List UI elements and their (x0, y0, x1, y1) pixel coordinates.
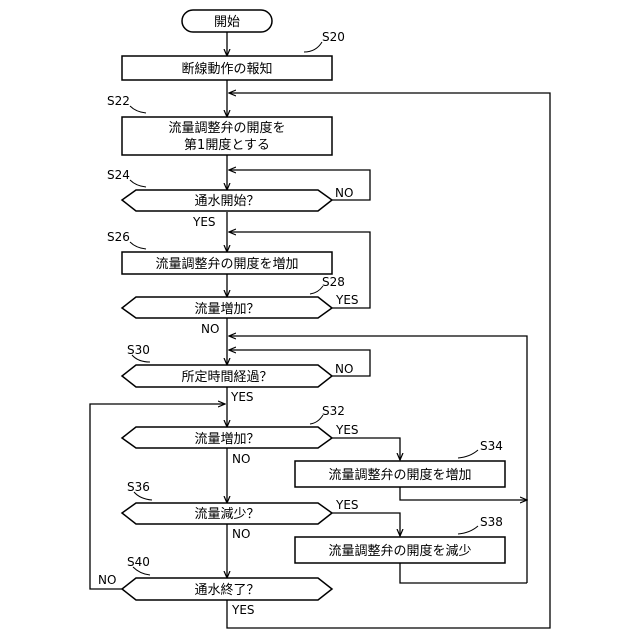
decision-s36-no: NO (232, 527, 250, 541)
decision-s24-yes: YES (192, 215, 216, 229)
decision-s24-ref: S24 (107, 168, 130, 182)
decision-s36: 流量減少？ S36 YES NO (122, 480, 359, 541)
step-s34-ref: S34 (480, 439, 503, 453)
decision-s40-ref: S40 (127, 555, 150, 569)
decision-s32-ref: S32 (322, 404, 345, 418)
step-s26: 流量調整弁の開度を増加 S26 (107, 230, 332, 274)
step-s22: 流量調整弁の開度を 第1開度とする S22 (107, 94, 332, 155)
start-label: 開始 (214, 15, 240, 30)
decision-s30-ref: S30 (127, 343, 150, 357)
step-s20-ref: S20 (322, 30, 345, 44)
step-s20: 断線動作の報知 S20 (122, 30, 345, 80)
decision-s32: 流量増加？ S32 YES NO (122, 404, 359, 466)
decision-s40-yes: YES (231, 603, 255, 617)
decision-s30-yes: YES (230, 390, 254, 404)
decision-s28-no: NO (201, 322, 219, 336)
step-s38-ref: S38 (480, 515, 503, 529)
step-s26-label: 流量調整弁の開度を増加 (155, 256, 298, 272)
step-s20-label: 断線動作の報知 (181, 61, 272, 77)
decision-s32-label: 流量増加？ (194, 432, 259, 447)
step-s26-ref: S26 (107, 230, 130, 244)
decision-s24-no: NO (335, 186, 353, 200)
step-s34-label: 流量調整弁の開度を増加 (328, 467, 471, 483)
step-s22-label-line1: 流量調整弁の開度を (168, 120, 285, 136)
decision-s28-label: 流量増加？ (194, 302, 259, 317)
decision-s36-yes: YES (335, 498, 359, 512)
decision-s30-no: NO (335, 362, 353, 376)
decision-s32-no: NO (232, 452, 250, 466)
decision-s36-ref: S36 (127, 480, 150, 494)
decision-s28: 流量増加？ S28 YES NO (122, 275, 359, 336)
decision-s40: 通水終了？ S40 NO YES (98, 555, 332, 617)
decision-s28-yes: YES (335, 293, 359, 307)
decision-s32-yes: YES (335, 423, 359, 437)
decision-s30: 所定時間経過？ S30 NO YES (122, 343, 353, 404)
step-s22-label-line2: 第1開度とする (184, 137, 270, 153)
decision-s28-ref: S28 (322, 275, 345, 289)
decision-s40-label: 通水終了？ (194, 582, 259, 598)
decision-s30-label: 所定時間経過？ (181, 370, 272, 385)
step-s38-label: 流量調整弁の開度を減少 (328, 543, 471, 559)
decision-s24: 通水開始？ S24 NO YES (107, 168, 353, 229)
step-s22-ref: S22 (107, 94, 130, 108)
decision-s36-label: 流量減少？ (194, 506, 259, 522)
decision-s40-no: NO (98, 573, 116, 587)
start-terminal: 開始 (182, 10, 272, 32)
decision-s24-label: 通水開始？ (194, 194, 259, 209)
